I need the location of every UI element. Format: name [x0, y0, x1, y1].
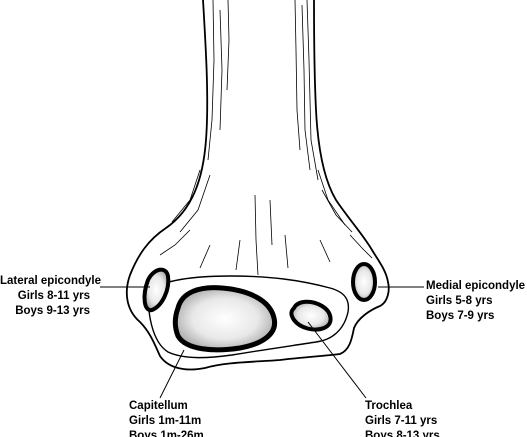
medial-epicondyle-girls: Girls 5-8 yrs [426, 295, 493, 307]
capitellum-leader [159, 349, 185, 399]
trochlea-boys: Boys 8-13 yrs [365, 430, 440, 437]
capitellum-boys: Boys 1m-26m [129, 430, 204, 437]
lateral-epicondyle-girls: Girls 8-11 yrs [17, 290, 90, 302]
medial-epicondyle-boys: Boys 7-9 yrs [426, 310, 495, 322]
lateral-epicondyle-name: Lateral epicondyle [0, 275, 101, 287]
humerus-outline [125, 0, 390, 371]
lateral-epicondyle-center [142, 267, 171, 313]
shaft-hatching [159, 0, 373, 276]
trochlea-center [289, 299, 333, 332]
medial-epicondyle-name: Medial epicondyle [426, 280, 526, 292]
trochlea-label: Trochlea Girls 7-11 yrs Boys 8-13 yrs [365, 399, 440, 437]
capitellum-girls: Girls 1m-11m [129, 415, 202, 427]
capitellum-center [172, 285, 278, 353]
medial-epicondyle-center [351, 262, 377, 302]
trochlea-girls: Girls 7-11 yrs [365, 415, 438, 427]
medial-epicondyle-label: Medial epicondyle Girls 5-8 yrs Boys 7-9… [426, 279, 525, 324]
capitellum-label: Capitellum Girls 1m-11m Boys 1m-26m [129, 399, 204, 437]
trochlea-name: Trochlea [365, 400, 413, 412]
lateral-epicondyle-label: Lateral epicondyle Girls 8-11 yrs Boys 9… [0, 274, 101, 319]
trochlea-leader [307, 321, 367, 399]
leader-lines [100, 286, 424, 399]
lateral-epicondyle-boys: Boys 9-13 yrs [15, 305, 90, 317]
capitellum-name: Capitellum [129, 400, 188, 412]
